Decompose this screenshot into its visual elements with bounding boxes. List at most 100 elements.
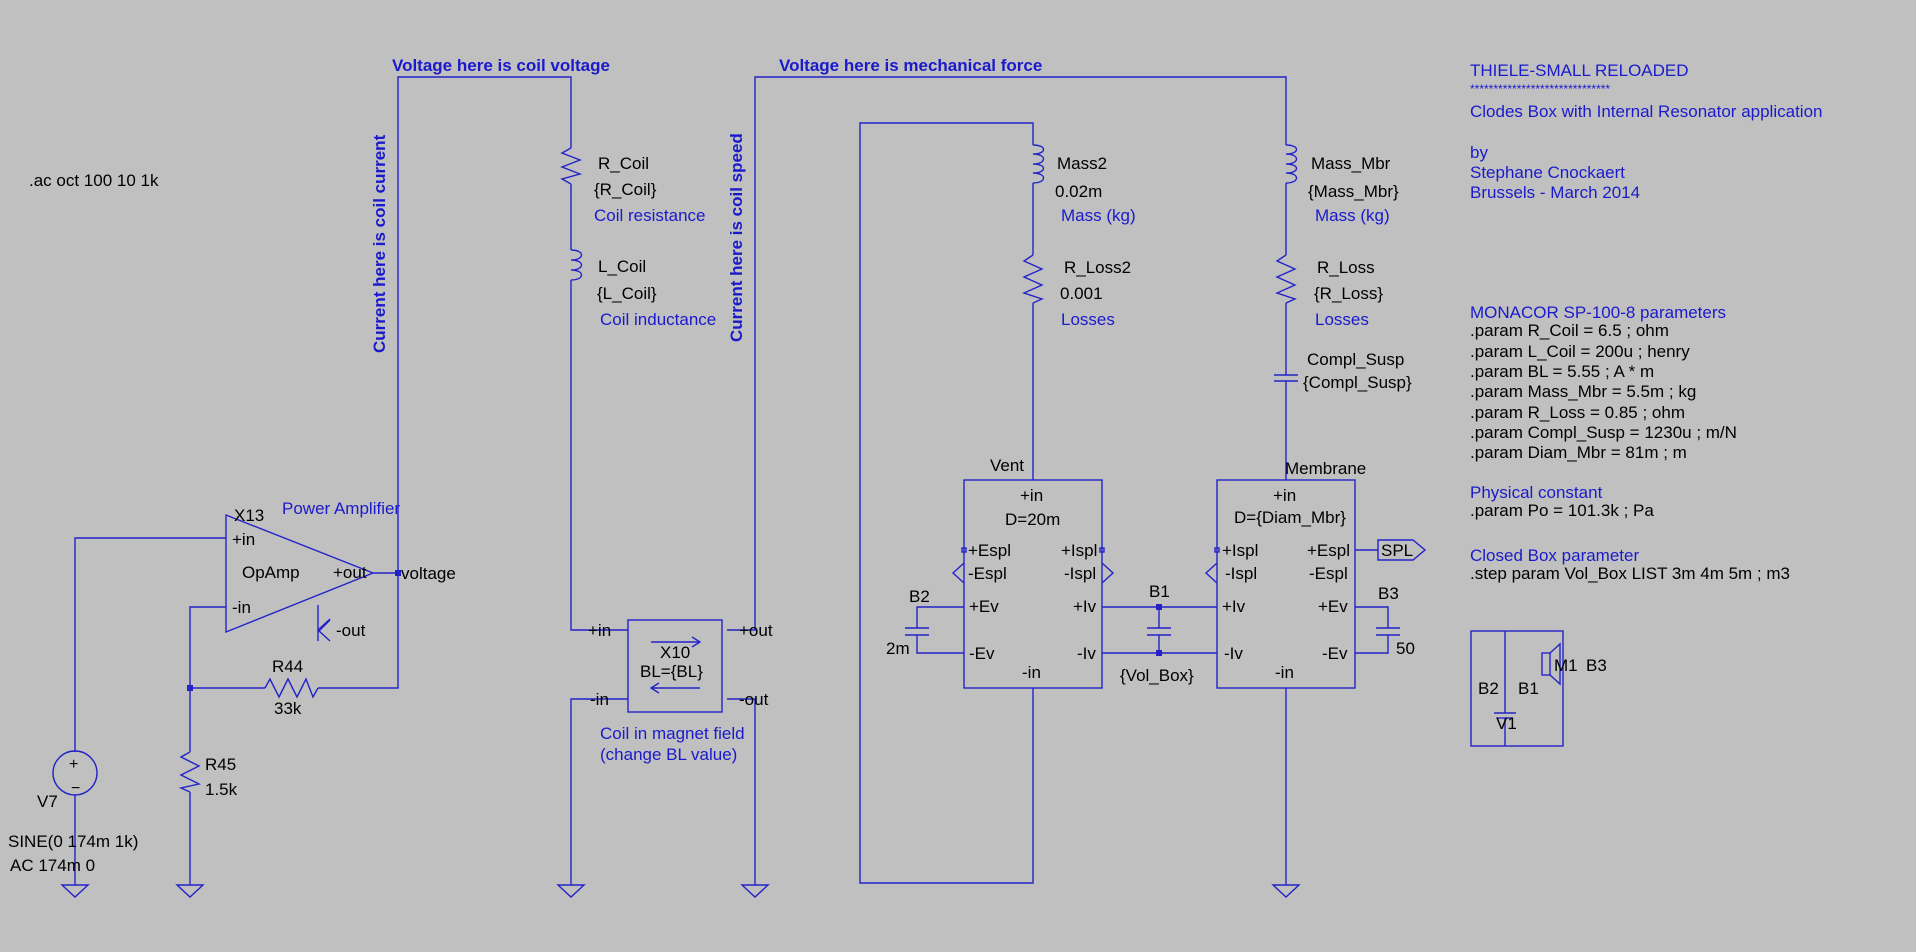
- l-coil-desc: Coil inductance: [600, 310, 716, 329]
- place-date: Brussels - March 2014: [1470, 183, 1640, 202]
- inductor-mass-mbr[interactable]: Mass_Mbr {Mass_Mbr} Mass (kg): [1285, 144, 1399, 225]
- amp-pin-out-p: +out: [333, 563, 367, 582]
- resistor-r-coil[interactable]: R_Coil {R_Coil} Coil resistance: [560, 147, 706, 225]
- r-loss2-desc: Losses: [1061, 310, 1115, 329]
- capacitor-b2[interactable]: B2 2m: [886, 587, 930, 658]
- b3-value: 50: [1396, 639, 1415, 658]
- r-loss-desc: Losses: [1315, 310, 1369, 329]
- b1-value: {Vol_Box}: [1120, 666, 1194, 685]
- inductor-l-coil[interactable]: L_Coil {L_Coil} Coil inductance: [570, 249, 716, 329]
- spl-net-flag[interactable]: SPL: [1377, 539, 1427, 561]
- membrane-ev-p: +Ev: [1318, 597, 1348, 616]
- capacitor-compl-susp[interactable]: Compl_Susp {Compl_Susp}: [1274, 350, 1412, 392]
- r-loss-value: {R_Loss}: [1314, 284, 1383, 303]
- mass-mbr-desc: Mass (kg): [1315, 206, 1390, 225]
- vent-ev-p: +Ev: [969, 597, 999, 616]
- amp-pin-in-n: -in: [232, 598, 251, 617]
- spl-flag-label: SPL: [1381, 541, 1413, 560]
- legend-m1: M1: [1554, 656, 1578, 675]
- inductor-mass2[interactable]: Mass2 0.02m Mass (kg): [1032, 144, 1136, 225]
- vent-ispl-p: +Ispl: [1061, 541, 1097, 560]
- legend-b1: B1: [1518, 679, 1539, 698]
- vent-block[interactable]: Vent +in D=20m +Espl -Espl +Ispl -Ispl +…: [951, 456, 1115, 689]
- author: Stephane Cnockaert: [1470, 163, 1625, 182]
- v7-line2: AC 174m 0: [10, 856, 95, 875]
- x10-pin-out-p: +out: [739, 621, 773, 640]
- coil-voltage-label: Voltage here is coil voltage: [392, 56, 610, 75]
- by-line: by: [1470, 143, 1488, 162]
- vent-pin-in-p: +in: [1020, 486, 1043, 505]
- amp-pin-in-p: +in: [232, 530, 255, 549]
- x10-ref: X10: [660, 643, 690, 662]
- resistor-r-loss2[interactable]: R_Loss2 0.001 Losses: [1022, 254, 1131, 329]
- x10-desc2: (change BL value): [600, 745, 737, 764]
- voltage-source-v7[interactable]: + − V7 SINE(0 174m 1k) AC 174m 0: [8, 750, 138, 875]
- l-coil-ref: L_Coil: [598, 257, 646, 276]
- b3-ref: B3: [1378, 584, 1399, 603]
- title-stars: ******************************: [1470, 82, 1610, 96]
- param-line: .param L_Coil = 200u ; henry: [1470, 342, 1690, 361]
- x10-pin-in-n: -in: [590, 690, 609, 709]
- membrane-title: Membrane: [1285, 459, 1366, 478]
- v7-line1: SINE(0 174m 1k): [8, 832, 138, 851]
- junction-dots: [187, 570, 1162, 691]
- membrane-block[interactable]: Membrane +in D={Diam_Mbr} +Ispl -Ispl +E…: [1204, 459, 1366, 689]
- membrane-espl-n: -Espl: [1309, 564, 1348, 583]
- ground-symbols: [60, 884, 1301, 898]
- membrane-pin-in-n: -in: [1275, 663, 1294, 682]
- mass2-value: 0.02m: [1055, 182, 1102, 201]
- r-loss2-value: 0.001: [1060, 284, 1103, 303]
- power-amplifier-x13[interactable]: X13 Power Amplifier +in -in OpAmp +out -…: [225, 499, 456, 642]
- parameter-directives[interactable]: MONACOR SP-100-8 parameters .param R_Coi…: [1470, 303, 1790, 583]
- param-line: .param BL = 5.55 ; A * m: [1470, 362, 1654, 381]
- membrane-pin-in-p: +in: [1273, 486, 1296, 505]
- legend-b2: B2: [1478, 679, 1499, 698]
- mass2-desc: Mass (kg): [1061, 206, 1136, 225]
- mass-mbr-ref: Mass_Mbr: [1311, 154, 1391, 173]
- params-header: MONACOR SP-100-8 parameters: [1470, 303, 1726, 322]
- resistor-r44[interactable]: R44 33k: [264, 657, 319, 718]
- wires: [74, 76, 1389, 885]
- compl-susp-ref: Compl_Susp: [1307, 350, 1404, 369]
- membrane-espl-p: +Espl: [1307, 541, 1350, 560]
- r-coil-desc: Coil resistance: [594, 206, 706, 225]
- r45-ref: R45: [205, 755, 236, 774]
- r45-value: 1.5k: [205, 780, 238, 799]
- x10-desc1: Coil in magnet field: [600, 724, 745, 743]
- membrane-param: D={Diam_Mbr}: [1234, 508, 1346, 527]
- mass2-ref: Mass2: [1057, 154, 1107, 173]
- amp-label: Power Amplifier: [282, 499, 400, 518]
- r-coil-ref: R_Coil: [598, 154, 649, 173]
- r-loss-ref: R_Loss: [1317, 258, 1375, 277]
- b2-value: 2m: [886, 639, 910, 658]
- legend-b3: B3: [1586, 656, 1607, 675]
- r-loss2-ref: R_Loss2: [1064, 258, 1131, 277]
- subtitle: Clodes Box with Internal Resonator appli…: [1470, 102, 1822, 121]
- voltage-net-label: voltage: [401, 564, 456, 583]
- vent-ispl-n: -Ispl: [1064, 564, 1096, 583]
- vent-espl-n: -Espl: [968, 564, 1007, 583]
- resistor-r45[interactable]: R45 1.5k: [178, 751, 238, 799]
- membrane-ispl-n: -Ispl: [1225, 564, 1257, 583]
- title: THIELE-SMALL RELOADED: [1470, 61, 1689, 80]
- b1-ref: B1: [1149, 582, 1170, 601]
- x10-pin-out-n: -out: [739, 690, 769, 709]
- mech-force-label: Voltage here is mechanical force: [779, 56, 1042, 75]
- vent-iv-n: -Iv: [1077, 644, 1096, 663]
- resistor-r-loss[interactable]: R_Loss {R_Loss} Losses: [1275, 254, 1383, 329]
- box-line: .step param Vol_Box LIST 3m 4m 5m ; m3: [1470, 564, 1790, 583]
- compl-susp-value: {Compl_Susp}: [1303, 373, 1412, 392]
- r-coil-value: {R_Coil}: [594, 180, 657, 199]
- coil-current-label: Current here is coil current: [370, 134, 389, 353]
- capacitor-b1[interactable]: B1 {Vol_Box}: [1120, 582, 1194, 685]
- param-line: .param Mass_Mbr = 5.5m ; kg: [1470, 382, 1696, 401]
- gyrator-x10[interactable]: X10 BL={BL} +in -in +out -out Coil in ma…: [588, 619, 773, 764]
- capacitor-b3[interactable]: B3 50: [1376, 584, 1415, 658]
- legend-v1: V1: [1496, 714, 1517, 733]
- membrane-ispl-p: +Ispl: [1222, 541, 1258, 560]
- title-block: THIELE-SMALL RELOADED ******************…: [1470, 61, 1822, 202]
- mass-mbr-value: {Mass_Mbr}: [1308, 182, 1399, 201]
- vent-param: D=20m: [1005, 510, 1060, 529]
- membrane-ev-n: -Ev: [1322, 644, 1348, 663]
